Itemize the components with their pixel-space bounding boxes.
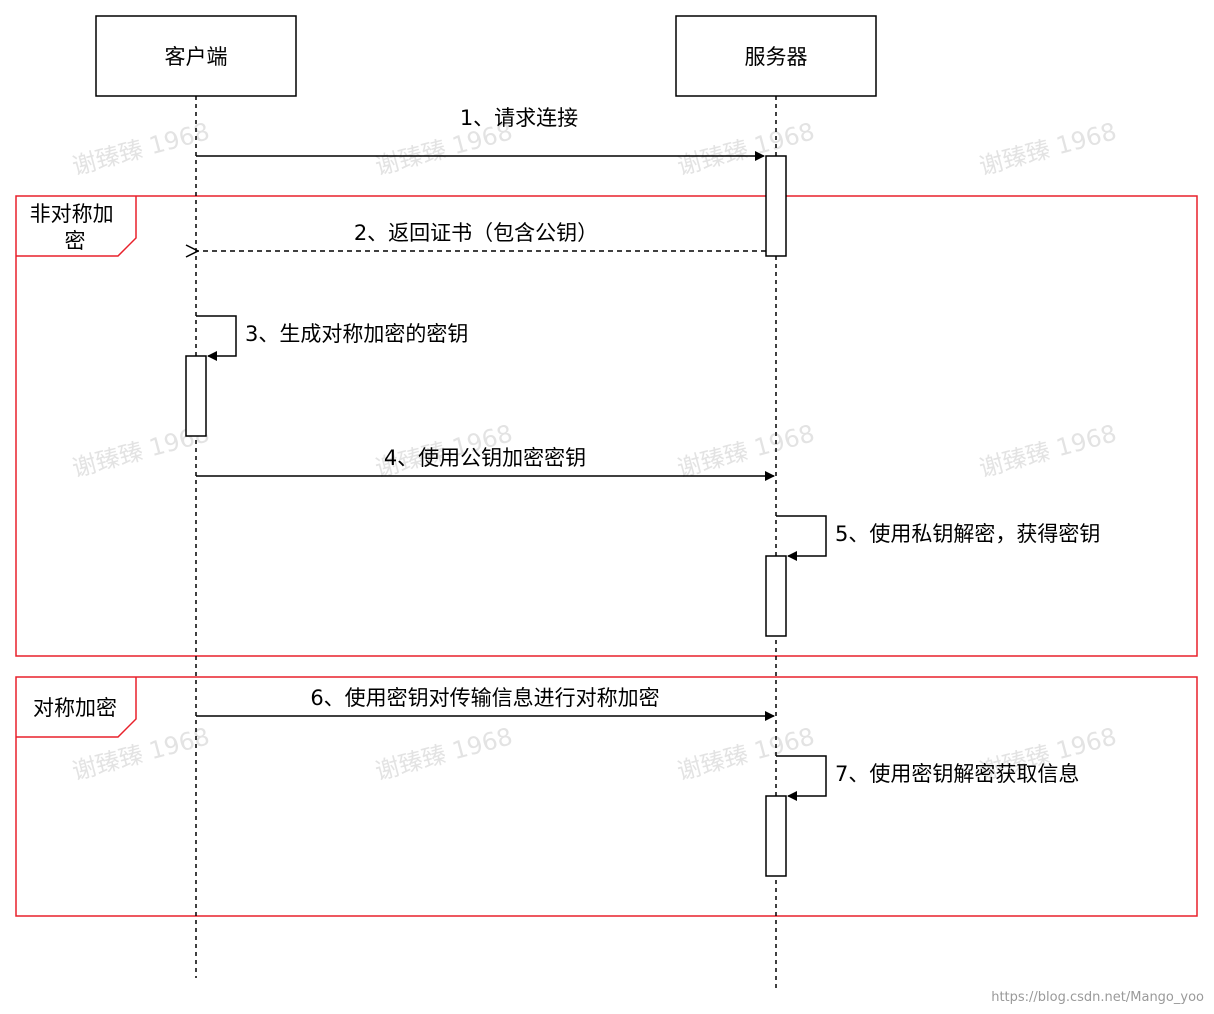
message-1: 1、请求连接 [196, 106, 765, 161]
participant-client-label: 客户端 [165, 45, 228, 69]
activation-server-3 [765, 795, 787, 877]
activation-client-1 [185, 355, 207, 437]
fragment-symmetric-tab [16, 677, 137, 738]
message-2-label: 2、返回证书（包含公钥） [354, 221, 598, 245]
message-3: 3、生成对称加密的密钥 [196, 315, 468, 361]
fragment-asymmetric-label: 非对称加 密 [30, 202, 121, 253]
participant-client: 客户端 [95, 15, 297, 97]
watermark: 谢臻臻 1968 [976, 117, 1119, 180]
watermark: 谢臻臻 1968 [69, 117, 212, 180]
watermark: 谢臻臻 1968 [976, 419, 1119, 482]
fragment-asymmetric: 非对称加 密 [15, 195, 1198, 657]
message-5-arrow [776, 515, 827, 561]
message-6: 6、使用密钥对传输信息进行对称加密 [196, 686, 775, 721]
message-2: 2、返回证书（包含公钥） [198, 221, 766, 251]
watermark: 谢臻臻 1968 [69, 722, 212, 785]
message-3-label: 3、生成对称加密的密钥 [245, 322, 468, 346]
watermark: 谢臻臻 1968 [674, 419, 817, 482]
message-5-label: 5、使用私钥解密，获得密钥 [835, 522, 1100, 546]
source-url: https://blog.csdn.net/Mango_yoo [991, 990, 1204, 1005]
message-1-label: 1、请求连接 [460, 106, 578, 130]
activation-server-2 [765, 555, 787, 637]
fragment-asymmetric-tab [16, 196, 137, 257]
watermark: 谢臻臻 1968 [674, 117, 817, 180]
message-7-label: 7、使用密钥解密获取信息 [835, 762, 1079, 786]
participant-server-label: 服务器 [745, 45, 808, 69]
watermark: 谢臻臻 1968 [674, 722, 817, 785]
activation-server-1 [765, 155, 787, 257]
message-7: 7、使用密钥解密获取信息 [776, 755, 1079, 801]
fragment-symmetric: 对称加密 [15, 676, 1198, 917]
participant-server-box [675, 15, 877, 97]
fragment-symmetric-label: 对称加密 [33, 696, 117, 720]
message-7-arrow [776, 755, 827, 801]
fragment-asymmetric-frame [15, 195, 1198, 657]
watermark: 谢臻臻 1968 [372, 722, 515, 785]
message-4: 4、使用公钥加密密钥 [196, 446, 775, 481]
message-6-label: 6、使用密钥对传输信息进行对称加密 [310, 686, 659, 710]
fragment-symmetric-frame [15, 676, 1198, 917]
message-3-arrow [196, 315, 237, 361]
message-4-label: 4、使用公钥加密密钥 [384, 446, 586, 470]
participant-client-box [95, 15, 297, 97]
fragment-asymmetric-label-line2: 密 [65, 229, 86, 253]
message-5: 5、使用私钥解密，获得密钥 [776, 515, 1100, 561]
fragment-asymmetric-label-line1: 非对称加 [30, 202, 114, 226]
participant-server: 服务器 [675, 15, 877, 97]
